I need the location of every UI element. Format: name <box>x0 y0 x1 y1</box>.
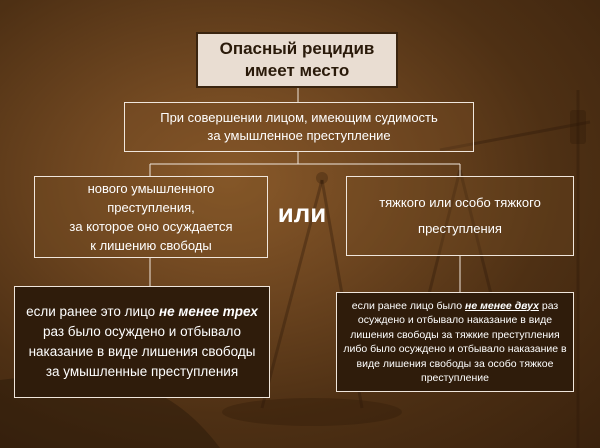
right-option-line-1: тяжкого или особо тяжкого <box>379 195 541 210</box>
left-option-line-3: за которое оно осуждается <box>69 219 233 234</box>
left-option-line-4: к лишению свободы <box>90 238 212 253</box>
right-detail-prefix: если ранее лицо было <box>351 299 466 312</box>
left-detail-prefix: если ранее это лицо <box>26 304 159 319</box>
title-line-2: имеет место <box>244 61 350 80</box>
left-option-line-1: нового умышленного <box>87 181 215 196</box>
left-detail-suffix: раз было осуждено и отбывало наказание в… <box>28 324 256 379</box>
condition-box: При совершении лицом, имеющим судимость … <box>124 102 474 152</box>
right-option-box: тяжкого или особо тяжкого преступления <box>346 176 574 256</box>
left-option-line-2: преступления, <box>107 200 195 215</box>
right-option-line-2: преступления <box>418 221 502 236</box>
left-detail-text: если ранее это лицо не менее трех раз бы… <box>23 302 261 382</box>
condition-line-2: за умышленное преступление <box>207 128 391 143</box>
right-detail-emphasis: не менее двух <box>465 299 539 312</box>
left-detail-emphasis: не менее трех <box>158 304 258 319</box>
title-box: Опасный рецидив имеет место <box>196 32 398 88</box>
left-detail-box: если ранее это лицо не менее трех раз бы… <box>14 286 270 398</box>
right-detail-text: если ранее лицо было не менее двух раз о… <box>343 299 567 386</box>
right-detail-suffix: раз осуждено и отбывало наказание в виде… <box>343 299 567 385</box>
right-detail-box: если ранее лицо было не менее двух раз о… <box>336 292 574 392</box>
condition-line-1: При совершении лицом, имеющим судимость <box>160 110 438 125</box>
or-connector-label: или <box>277 198 327 228</box>
title-line-1: Опасный рецидив <box>219 39 375 58</box>
left-option-box: нового умышленного преступления, за кото… <box>34 176 268 258</box>
